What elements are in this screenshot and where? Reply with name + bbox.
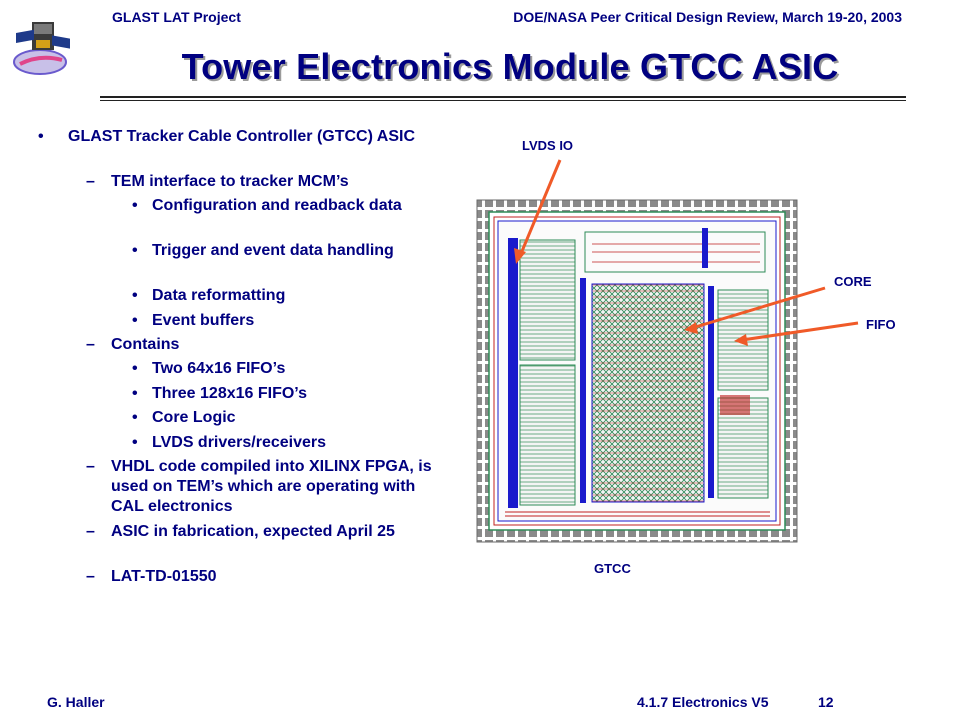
sub-bullet-item: Trigger and event data handling <box>152 242 394 259</box>
slide-title: Tower Electronics Module GTCC ASIC <box>181 46 839 87</box>
sub-bullet-item: Three 128x16 FIFO’s <box>152 385 308 402</box>
sub-bullet-item: Core Logic <box>152 409 236 426</box>
label-lvds-io: LVDS IO <box>522 138 574 153</box>
arrow-fifo-head <box>734 334 748 346</box>
title-divider-thin <box>100 100 906 101</box>
dash-doc-number: LAT-TD-01550 <box>111 568 217 585</box>
sub-bullet-marker: • <box>132 242 138 259</box>
header-project: GLAST LAT Project <box>112 9 241 25</box>
sub-bullet-item: Configuration and readback data <box>152 197 402 214</box>
dash-tem-interface: TEM interface to tracker MCM’s <box>111 173 349 190</box>
dash-vhdl: VHDL code compiled into XILINX FPGA, is … <box>111 458 432 515</box>
glast-logo-icon <box>13 22 70 75</box>
footer-author: G. Haller <box>47 694 105 710</box>
footer-section: 4.1.7 Electronics V5 <box>637 694 769 710</box>
sub-bullet-marker: • <box>132 434 138 451</box>
sub-bullet-marker: • <box>132 409 138 426</box>
bullet-marker: • <box>38 128 44 145</box>
sub-bullet-marker: • <box>132 312 138 329</box>
arrow-fifo <box>741 321 859 342</box>
sub-bullet-item: Data reformatting <box>152 287 286 304</box>
sub-bullet-marker: • <box>132 197 138 214</box>
sub-bullet-item: Two 64x16 FIFO’s <box>152 360 286 377</box>
dash-marker: – <box>86 458 95 475</box>
sub-bullet-item: Event buffers <box>152 312 255 329</box>
dash-marker: – <box>86 336 95 353</box>
dash-marker: – <box>86 523 95 540</box>
arrow-lvds-head <box>514 248 526 264</box>
dash-asic-fab: ASIC in fabrication, expected April 25 <box>111 523 395 540</box>
arrow-core <box>691 286 826 330</box>
arrow-core-head <box>684 322 698 334</box>
title-divider <box>100 96 906 98</box>
arrow-lvds <box>518 159 562 257</box>
sub-bullet-marker: • <box>132 287 138 304</box>
bullet-gtcc: GLAST Tracker Cable Controller (GTCC) AS… <box>68 128 416 145</box>
footer-page-number: 12 <box>818 694 834 710</box>
dash-marker: – <box>86 568 95 585</box>
dash-contains: Contains <box>111 336 180 353</box>
sub-bullet-marker: • <box>132 385 138 402</box>
header-review: DOE/NASA Peer Critical Design Review, Ma… <box>513 9 902 25</box>
dash-marker: – <box>86 173 95 190</box>
label-core: CORE <box>834 274 872 289</box>
label-fifo: FIFO <box>866 317 896 332</box>
label-gtcc: GTCC <box>594 561 631 576</box>
sub-bullet-item: LVDS drivers/receivers <box>152 434 327 451</box>
sub-bullet-marker: • <box>132 360 138 377</box>
